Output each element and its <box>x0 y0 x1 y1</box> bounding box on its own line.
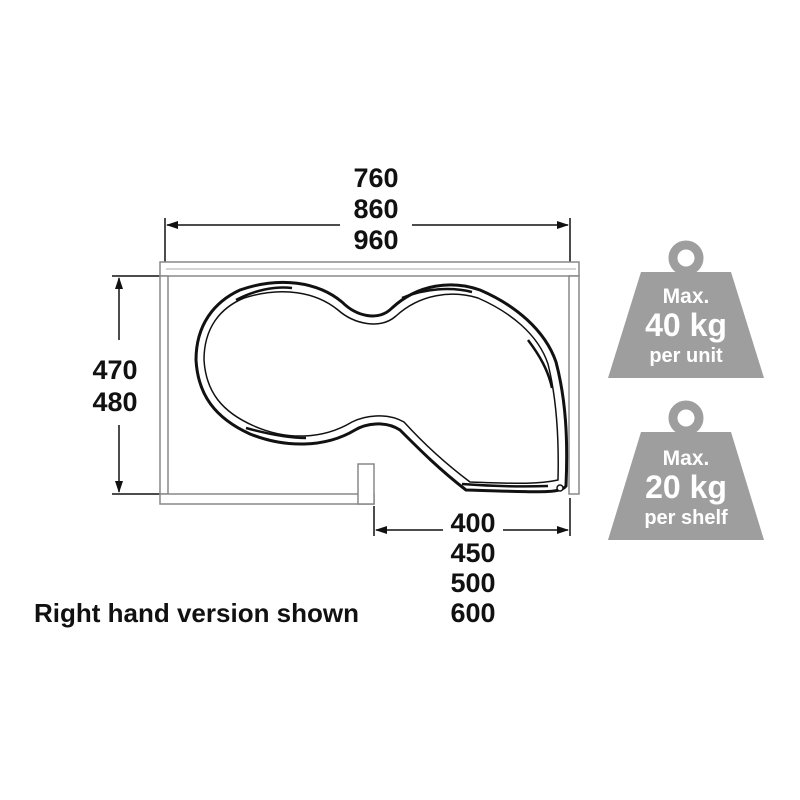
width-dimension: 760 860 960 <box>164 163 571 262</box>
cabinet-bottom-panel <box>159 493 375 505</box>
handle-rail-bottom-right <box>461 482 549 488</box>
handle-rail-top-left <box>235 286 293 302</box>
cabinet-left-panel <box>159 275 169 495</box>
shelf-outer-rim <box>194 280 569 494</box>
width-dim-860: 860 <box>353 194 398 224</box>
door-dim-400: 400 <box>450 508 495 538</box>
handle-rail-right <box>526 339 554 389</box>
weight-icon-per-shelf: Max. 20 kg per shelf <box>608 400 764 540</box>
width-dim-960: 960 <box>353 225 398 255</box>
handle-rail-top-right <box>401 287 473 300</box>
weight-ring-1 <box>668 240 704 276</box>
weight-1-line3: per unit <box>649 345 723 367</box>
weight-1-line1: Max. <box>663 285 710 308</box>
weight-2-line3: per shelf <box>644 507 728 529</box>
weight-1-line2: 40 kg <box>645 307 727 343</box>
door-dim-500: 500 <box>450 568 495 598</box>
weight-body-1 <box>608 272 764 378</box>
corner-carousel-shelf <box>194 280 569 494</box>
width-dim-760: 760 <box>353 163 398 193</box>
depth-dim-480: 480 <box>92 387 137 417</box>
door-dim-600: 600 <box>450 598 495 628</box>
weight-2-line2: 20 kg <box>645 469 727 505</box>
cabinet-right-panel <box>568 275 580 495</box>
door-label-mask <box>443 519 503 541</box>
weight-icon-per-unit: Max. 40 kg per unit <box>608 240 764 378</box>
weight-body-2 <box>608 432 764 540</box>
caption: Right hand version shown <box>34 598 359 628</box>
shelf-handle-rails <box>235 286 554 488</box>
weight-ring-2 <box>668 400 704 436</box>
pivot-point <box>556 484 564 492</box>
depth-dim-470: 470 <box>92 355 137 385</box>
shelf-inner-rim <box>203 291 559 485</box>
door-stub <box>357 463 375 505</box>
width-label-mask <box>340 214 412 236</box>
door-dimension: 400 450 500 600 <box>373 498 571 628</box>
handle-rail-bottom-left <box>245 426 307 440</box>
depth-dimension: 470 480 <box>92 275 160 495</box>
cabinet-outline <box>159 261 580 505</box>
door-dim-450: 450 <box>450 538 495 568</box>
weight-2-line1: Max. <box>663 447 710 470</box>
